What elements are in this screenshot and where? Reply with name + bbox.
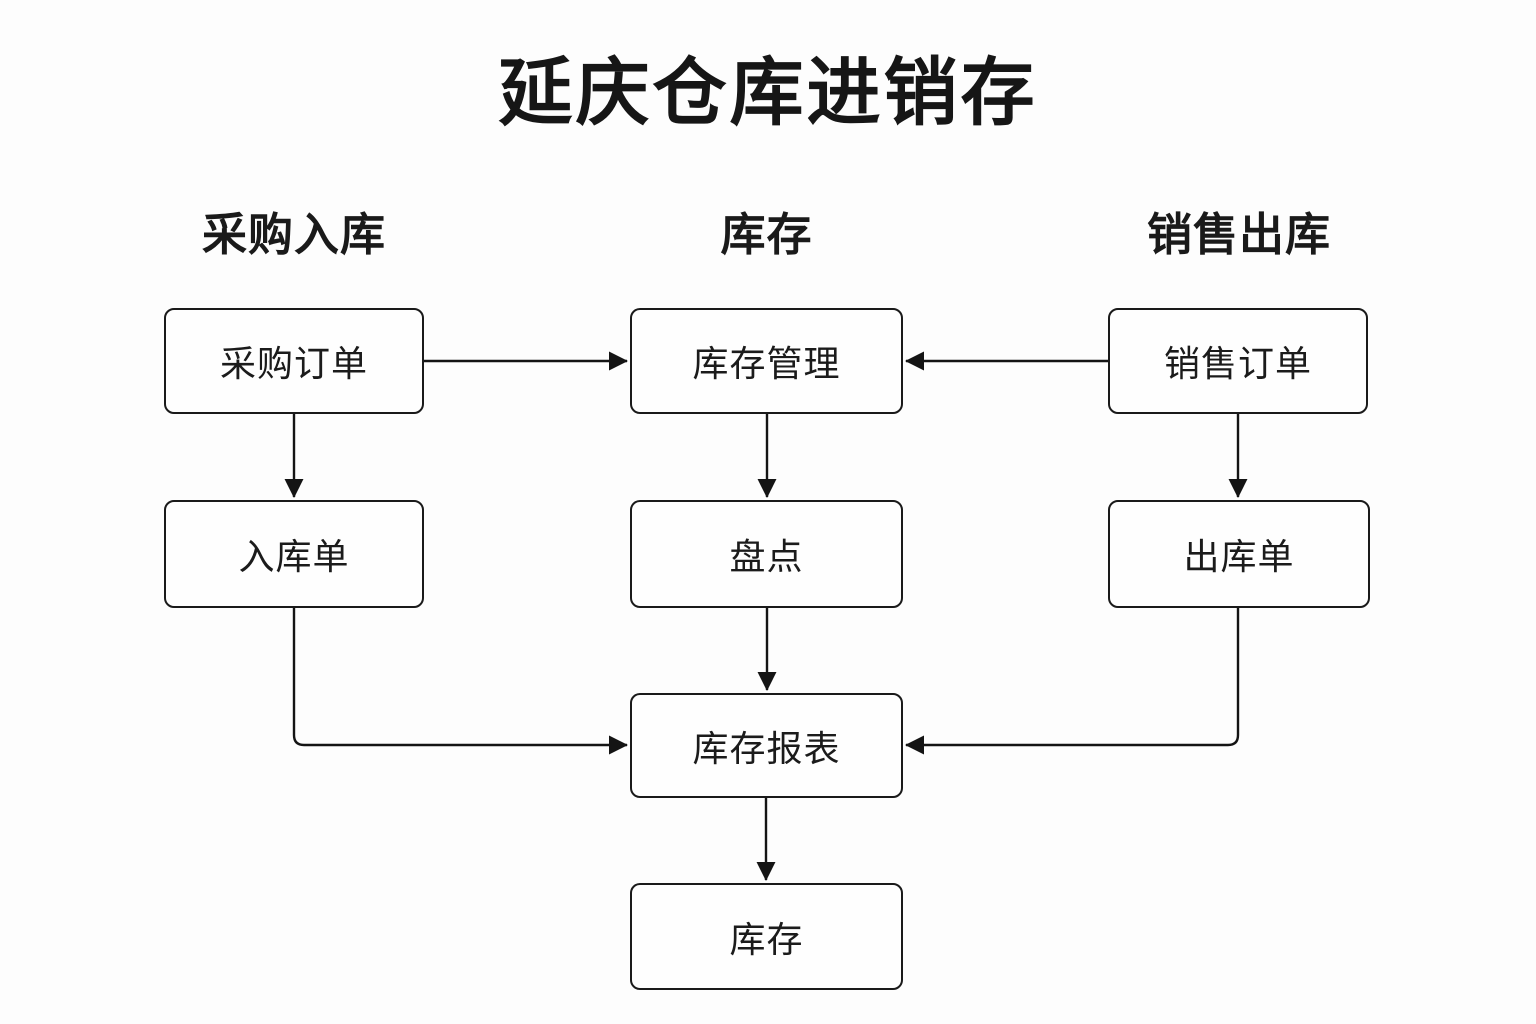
node-inventory-final: 库存	[630, 883, 903, 990]
node-inventory-management: 库存管理	[630, 308, 903, 414]
node-stocktake: 盘点	[630, 500, 903, 608]
node-inventory-final-label: 库存	[729, 918, 804, 960]
node-outbound-receipt: 出库单	[1108, 500, 1370, 608]
column-header-sales-outbound: 销售出库	[1146, 209, 1331, 260]
node-stocktake-label: 盘点	[729, 536, 804, 577]
node-inventory-report-label: 库存报表	[692, 727, 841, 769]
node-inventory-management-label: 库存管理	[692, 343, 841, 384]
arrow-inbound-receipt-to-inventory-report	[292, 608, 628, 755]
node-purchase-order: 采购订单	[164, 308, 424, 414]
arrow-outbound-receipt-to-inventory-report	[905, 608, 1240, 755]
diagram-title: 延庆仓库进销存	[498, 51, 1038, 134]
node-sales-order: 销售订单	[1108, 308, 1368, 414]
node-purchase-order-label: 采购订单	[219, 343, 368, 384]
node-sales-order-label: 销售订单	[1163, 343, 1312, 384]
node-inbound-receipt: 入库单	[164, 500, 424, 608]
node-inventory-report: 库存报表	[630, 693, 903, 798]
column-header-purchase-inbound: 采购入库	[201, 209, 386, 260]
node-inbound-receipt-label: 入库单	[238, 536, 350, 577]
node-outbound-receipt-label: 出库单	[1183, 536, 1295, 577]
column-header-inventory: 库存	[720, 209, 813, 260]
